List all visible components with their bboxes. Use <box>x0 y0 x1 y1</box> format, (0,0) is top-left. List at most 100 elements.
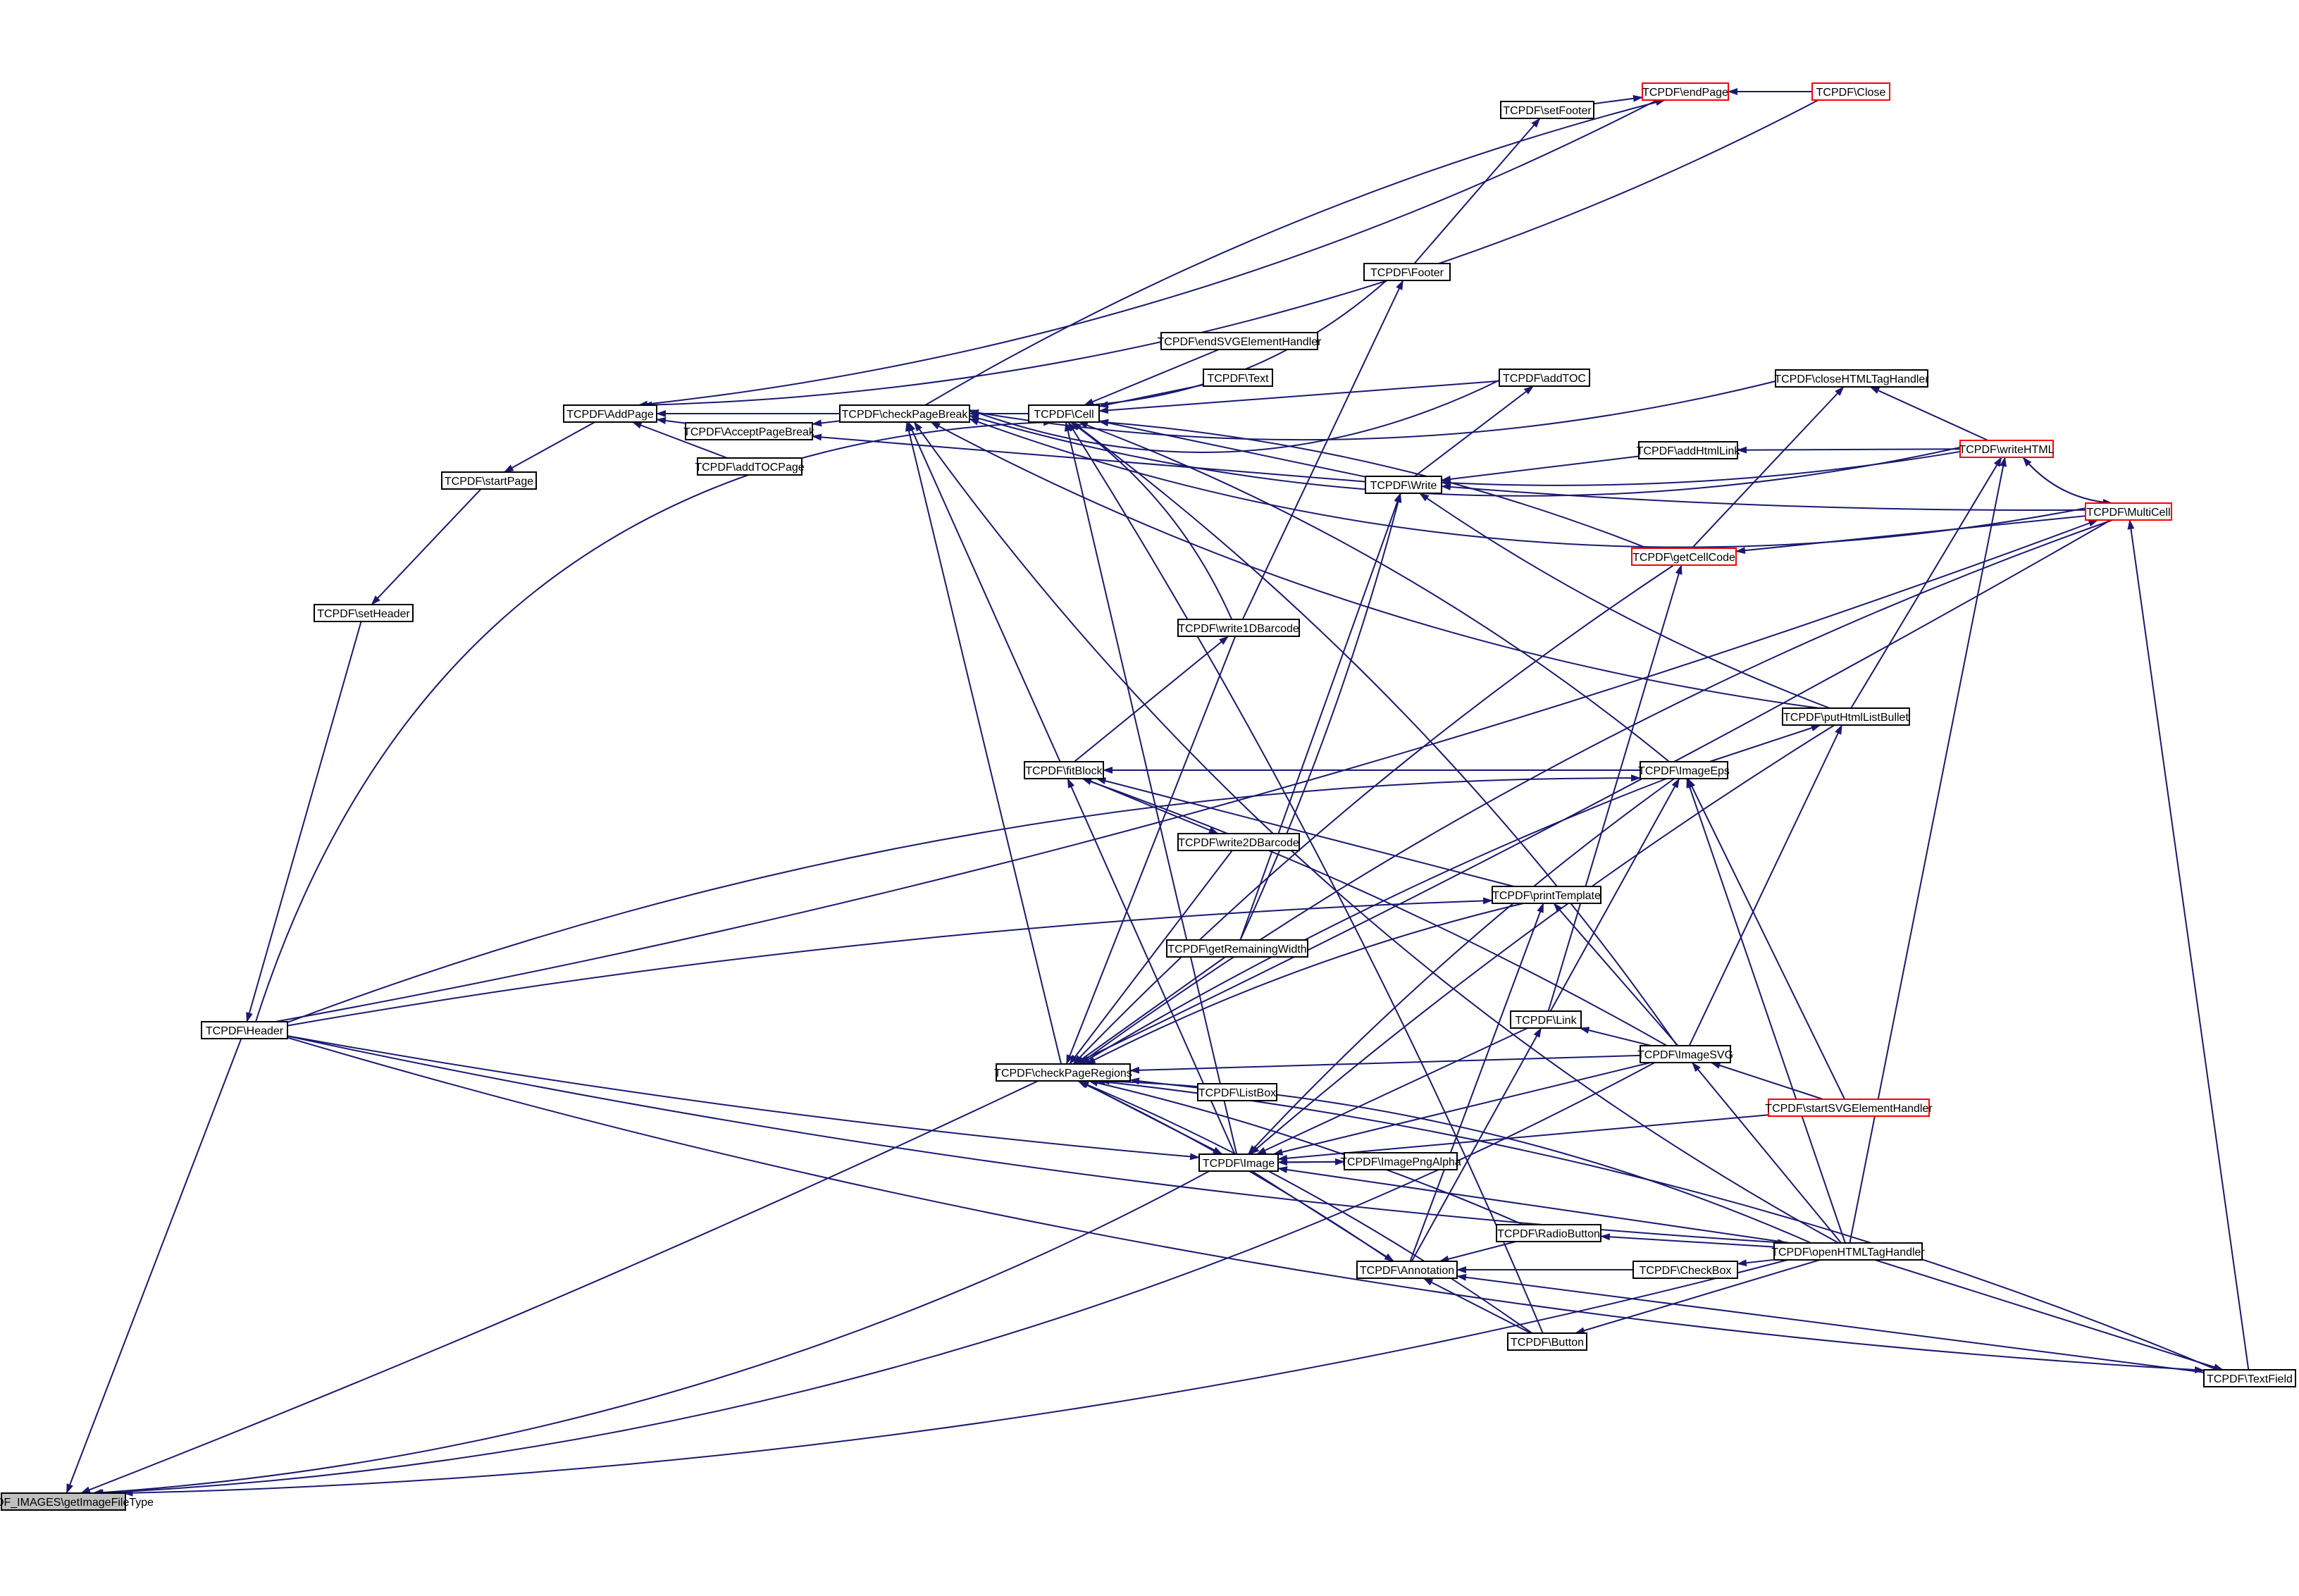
node-getCellCode[interactable]: TCPDF\getCellCode <box>1631 548 1737 566</box>
node-Header[interactable]: TCPDF\Header <box>201 1021 288 1039</box>
node-box <box>441 471 537 490</box>
node-setHeader[interactable]: TCPDF\setHeader <box>314 604 414 622</box>
node-openHTMLTagHandler[interactable]: TCPDF\openHTMLTagHandler <box>1771 1242 1925 1261</box>
node-box <box>1203 369 1273 387</box>
node-ImageSVG[interactable]: TCPDF\ImageSVG <box>1637 1045 1733 1063</box>
node-fitBlock[interactable]: TCPDF\fitBlock <box>1024 761 1104 779</box>
node-box <box>839 404 970 423</box>
node-Close[interactable]: TCPDF\Close <box>1811 82 1890 101</box>
node-box <box>1166 939 1308 958</box>
edge-AddPage-to-startPage <box>503 421 595 473</box>
node-label: TCPDF\endSVGElementHandler <box>1158 336 1322 348</box>
node-endSVGElementHandler[interactable]: TCPDF\endSVGElementHandler <box>1158 332 1322 350</box>
node-label: TCPDF\TextField <box>2207 1373 2293 1385</box>
node-box <box>563 404 657 423</box>
edge-fitBlock-to-checkPageBreak <box>907 421 1061 762</box>
node-label: TCPDF\closeHTMLTagHandler <box>1774 373 1929 385</box>
node-label: TCPDF\RadioButton <box>1497 1228 1600 1240</box>
node-startSVGElementHandler[interactable]: TCPDF\startSVGElementHandler <box>1765 1099 1933 1117</box>
edge-addTOCPage-to-AddPage <box>631 421 728 459</box>
node-label: TCPDF\getRemainingWidth <box>1167 944 1306 955</box>
node-Cell[interactable]: TCPDF\Cell <box>1028 404 1100 423</box>
node-Link[interactable]: TCPDF\Link <box>1510 1010 1582 1029</box>
edge-openHTMLTagHandler-to-getImageFileType <box>123 1259 1788 1497</box>
node-ListBox[interactable]: TCPDF\ListBox <box>1197 1083 1277 1101</box>
node-write2DBarcode[interactable]: TCPDF\write2DBarcode <box>1177 833 1300 851</box>
node-Button[interactable]: TCPDF\Button <box>1507 1332 1587 1351</box>
node-AddPage[interactable]: TCPDF\AddPage <box>563 404 657 423</box>
node-box <box>1197 1083 1277 1101</box>
edge-Header-to-MultiCell <box>275 519 2099 1022</box>
node-label: TCPDF\endPage <box>1642 87 1728 99</box>
node-endPage[interactable]: TCPDF\endPage <box>1642 82 1729 101</box>
node-addHtmlLink[interactable]: TCPDF\addHtmlLink <box>1637 441 1741 459</box>
node-putHtmlListBullet[interactable]: TCPDF\putHtmlListBullet <box>1782 707 1910 726</box>
edge-RadioButton-to-checkPageRegions <box>1088 1080 1524 1225</box>
node-box <box>1638 441 1738 459</box>
node-MultiCell[interactable]: TCPDF\MultiCell <box>2085 502 2172 521</box>
node-label: TCPDF\Footer <box>1370 267 1444 279</box>
node-printTemplate[interactable]: TCPDF\printTemplate <box>1492 886 1601 904</box>
node-RadioButton[interactable]: TCPDF\RadioButton <box>1496 1224 1601 1242</box>
node-checkPageBreak[interactable]: TCPDF\checkPageBreak <box>839 404 970 423</box>
node-write1DBarcode[interactable]: TCPDF\write1DBarcode <box>1177 619 1300 637</box>
edge-MultiCell-to-checkPageBreak <box>969 418 2086 548</box>
edge-Header-to-ImageEps <box>287 774 1641 1023</box>
edge-putHtmlListBullet-to-Write <box>1419 493 1830 709</box>
edge-MultiCell-to-getCellCode <box>1735 515 2086 555</box>
edge-ImageSVG-to-printTemplate <box>1553 903 1679 1046</box>
edge-Annotation-to-printTemplate <box>1409 903 1544 1262</box>
node-box <box>685 422 813 440</box>
edge-openHTMLTagHandler-to-Image <box>1277 1166 1790 1244</box>
node-label: TCPDF\AcceptPageBreak <box>683 426 815 438</box>
node-checkPageRegions[interactable]: TCPDF\checkPageRegions <box>994 1063 1132 1082</box>
edge-TextField-to-Annotation <box>1456 1273 2205 1373</box>
edge-putHtmlListBullet-to-checkPageBreak <box>930 421 1820 709</box>
node-Write[interactable]: TCPDF\Write <box>1365 476 1442 494</box>
node-Footer[interactable]: TCPDF\Footer <box>1363 263 1451 281</box>
node-label: TCPDF\printTemplate <box>1492 890 1601 902</box>
node-box <box>1775 369 1928 388</box>
edge-setFooter-to-endPage <box>1593 94 1643 105</box>
edge-openHTMLTagHandler-to-ImageSVG <box>1692 1062 1842 1244</box>
node-label: TCPDF\addTOC <box>1503 373 1586 385</box>
node-writeHTML[interactable]: TCPDF\writeHTML <box>1959 440 2055 458</box>
edge-checkPageRegions-to-checkPageBreak <box>905 421 1062 1065</box>
node-ImagePngAlpha[interactable]: TCPDF\ImagePngAlpha <box>1340 1152 1461 1170</box>
node-getRemainingWidth[interactable]: TCPDF\getRemainingWidth <box>1166 939 1308 958</box>
node-box <box>1642 82 1729 101</box>
edge-Footer-to-setFooter <box>1413 118 1541 264</box>
node-label: TCPDF\Close <box>1816 87 1886 99</box>
edge-TextField-to-checkPageRegions <box>1095 1078 2217 1371</box>
edge-Write-to-addTOC <box>1414 385 1535 477</box>
node-Annotation[interactable]: TCPDF\Annotation <box>1356 1261 1458 1279</box>
edge-setHeader-to-Header <box>246 621 362 1022</box>
node-Image[interactable]: TCPDF\Image <box>1198 1153 1279 1172</box>
node-box <box>2203 1369 2296 1387</box>
node-addTOC[interactable]: TCPDF\addTOC <box>1499 369 1590 387</box>
node-box <box>1631 548 1737 566</box>
node-box <box>1773 1242 1923 1261</box>
node-AcceptPageBreak[interactable]: TCPDF\AcceptPageBreak <box>683 422 815 440</box>
node-addTOCPage[interactable]: TCPDF\addTOCPage <box>695 457 805 476</box>
edge-Header-to-Cell <box>254 419 1054 1022</box>
node-label: TCPDF\Text <box>1207 373 1269 385</box>
edge-MultiCell-to-getImageFileType <box>80 519 2112 1494</box>
node-getImageFileType[interactable]: TCPDF_IMAGES\getImageFileType <box>0 1492 154 1511</box>
edge-openHTMLTagHandler-to-writeHTML <box>1849 457 2007 1244</box>
node-box <box>1028 404 1100 423</box>
node-label: TCPDF\ImagePngAlpha <box>1340 1156 1461 1168</box>
node-ImageEps[interactable]: TCPDF\ImageEps <box>1638 761 1730 779</box>
node-setFooter[interactable]: TCPDF\setFooter <box>1500 101 1594 119</box>
node-startPage[interactable]: TCPDF\startPage <box>441 471 537 490</box>
node-CheckBox[interactable]: TCPDF\CheckBox <box>1632 1261 1738 1279</box>
node-TextField[interactable]: TCPDF\TextField <box>2203 1369 2296 1387</box>
edge-Image-to-ImagePngAlpha <box>1277 1158 1345 1165</box>
node-label: TCPDF\ImageSVG <box>1637 1049 1733 1061</box>
node-box <box>1356 1261 1458 1279</box>
node-Text[interactable]: TCPDF\Text <box>1203 369 1273 387</box>
node-box <box>1160 332 1318 350</box>
node-closeHTMLTagHandler[interactable]: TCPDF\closeHTMLTagHandler <box>1774 369 1929 388</box>
edge-MultiCell-to-checkPageRegions <box>1078 519 2113 1065</box>
node-label: TCPDF\Write <box>1370 480 1437 492</box>
